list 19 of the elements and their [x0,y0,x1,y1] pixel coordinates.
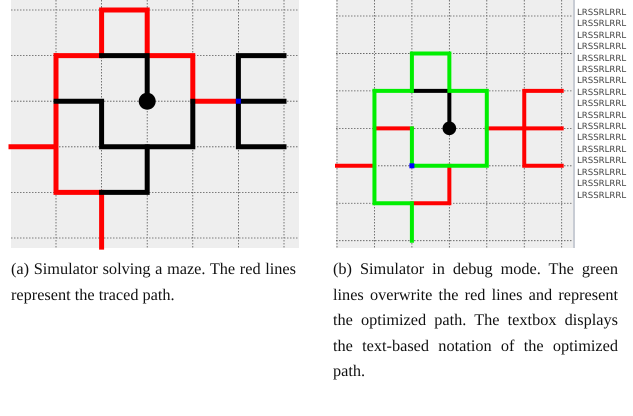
path-notation-line: LRSSRLRRL [577,179,626,190]
path-notation-line: LRSSRLRRL [577,42,626,54]
path-notation-line: LRSSRLRRL [577,88,626,100]
path-notation-line: LRSSRLRRL [577,76,626,88]
path-notation-line: LRSSRLRRL [577,190,626,202]
path-notation-line: LRSSRLRRL [577,144,626,156]
path-notation-line: LRSSRLRRL [577,110,626,122]
path-notation-line: LRSSRLRRL [577,30,626,42]
path-notation-line: LRSSRLRRL [577,133,626,145]
figure-caption: (a) Simulator solving a maze. The red lines represent the traced path. [11,258,296,306]
path-notation-line: LRSSRLRRL [577,99,626,111]
path-notation-line: LRSSRLRRL [577,156,626,168]
path-notation-line: LRSSRLRRL [577,65,626,76]
path-notation-line: LRSSRLRRL [577,8,626,20]
figure-caption: (b) Simulator in debug mode. The green lines overwrite the red lines and represent the optimized path. The textbox displays the text-based notation of the optimized path. [333,258,618,382]
path-notation-line: LRSSRLRRL [577,54,626,66]
path-notation-line: LRSSRLRRL [577,122,626,134]
path-notation-line: LRSSRLRRL [577,168,626,180]
path-notation-line: LRSSRLRRL [577,19,626,31]
